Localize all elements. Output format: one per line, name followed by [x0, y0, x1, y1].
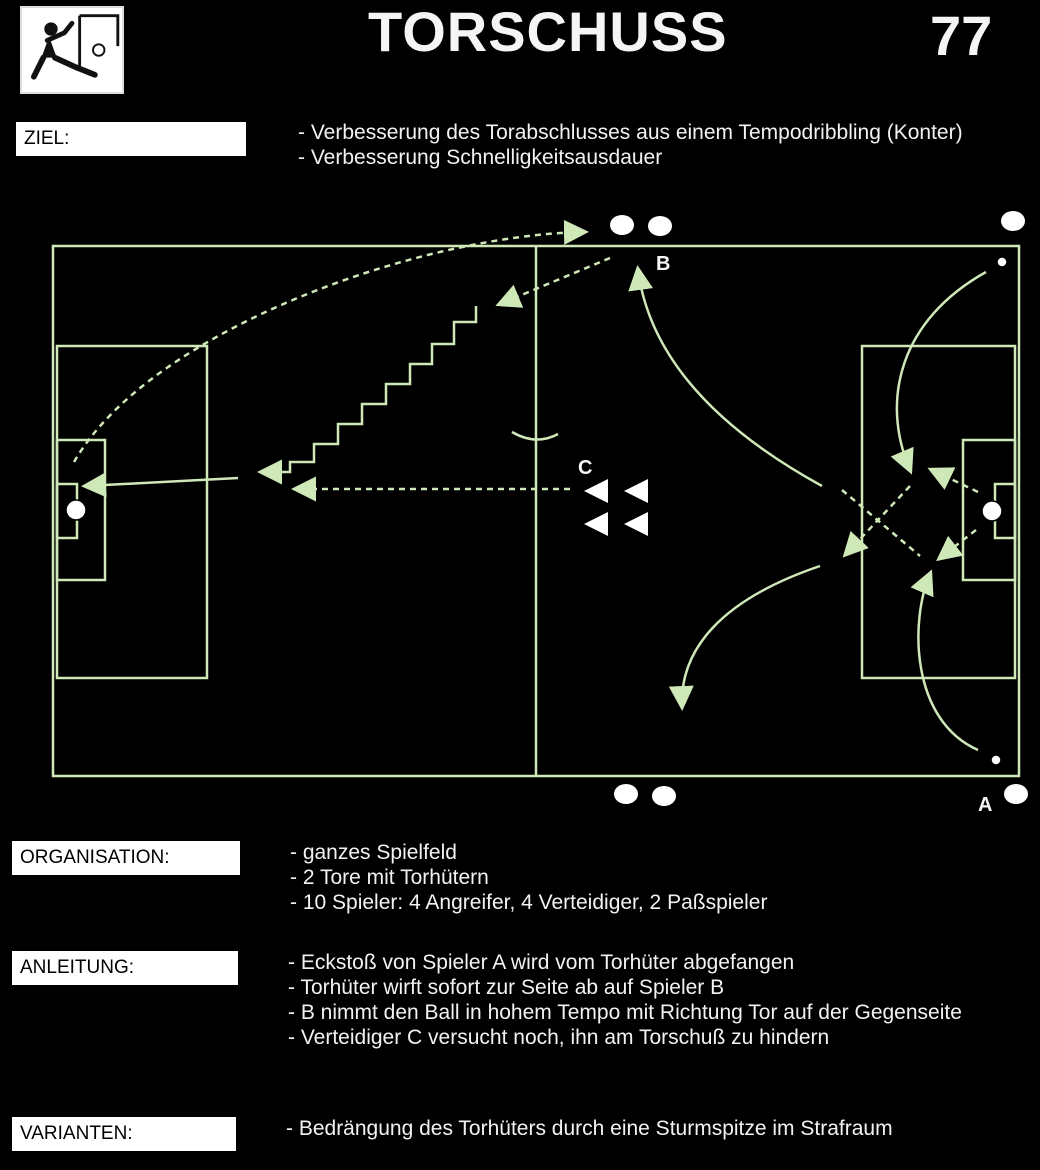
list-item: Torhüter wirft sofort zur Seite ab auf S… — [288, 975, 1008, 1000]
corner-path-bottom — [910, 569, 979, 752]
defender-icon — [584, 512, 608, 536]
corner-path-top — [890, 270, 987, 475]
player-shooting-at-goal-icon — [20, 6, 124, 94]
cone-marker — [1001, 211, 1025, 231]
list-item: Eckstoß von Spieler A wird vom Torhüter … — [288, 950, 1008, 975]
list-item: 2 Tore mit Torhütern — [290, 865, 1030, 890]
anleitung-list: Eckstoß von Spieler A wird vom Torhüter … — [288, 950, 1008, 1050]
field-diagram: B C A — [51, 211, 1028, 816]
cone-marker — [648, 216, 672, 236]
pass-to-b-path — [495, 256, 611, 308]
varianten-label: VARIANTEN: — [12, 1117, 236, 1151]
defender-icon — [624, 512, 648, 536]
long-throw-path — [72, 219, 589, 463]
cone-marker — [652, 786, 676, 806]
cross-path-2 — [842, 485, 911, 558]
list-item: Verteidiger C versucht noch, ihn am Tors… — [288, 1025, 1008, 1050]
ball-icon — [990, 754, 1002, 766]
list-item: ganzes Spielfeld — [290, 840, 1030, 865]
ball-icon — [996, 256, 1008, 268]
list-item: B nimmt den Ball in hohem Tempo mit Rich… — [288, 1000, 1008, 1025]
organisation-label: ORGANISATION: — [12, 841, 240, 875]
cone-markers — [610, 211, 1028, 806]
cone-marker — [1004, 784, 1028, 804]
list-item: Bedrängung des Torhüters durch eine Stur… — [286, 1116, 986, 1141]
ball-icon — [981, 500, 1003, 522]
run-path-b — [628, 265, 823, 488]
ball-icon — [65, 499, 87, 521]
page-title: TORSCHUSS — [368, 0, 728, 63]
center-arc — [511, 430, 559, 441]
player-label-b: B — [656, 253, 670, 275]
cone-marker — [610, 215, 634, 235]
card-number: 77 — [930, 4, 993, 67]
list-item: Verbesserung des Torabschlusses aus eine… — [298, 120, 1028, 145]
player-label-c: C — [578, 457, 592, 479]
list-item: Verbesserung Schnelligkeitsausdauer — [298, 145, 1028, 170]
organisation-list: ganzes Spielfeld 2 Tore mit Torhütern 10… — [290, 840, 1030, 915]
anleitung-label: ANLEITUNG: — [12, 951, 238, 985]
ziel-list: Verbesserung des Torabschlusses aus eine… — [298, 120, 1028, 170]
run-path-bottom — [668, 564, 821, 711]
player-label-a: A — [978, 794, 992, 816]
cross-path-4 — [936, 529, 977, 562]
varianten-list: Bedrängung des Torhüters durch eine Stur… — [286, 1116, 986, 1141]
cone-marker — [614, 784, 638, 804]
dribble-zigzag — [257, 306, 478, 485]
defender-icon — [584, 479, 608, 503]
ziel-label: ZIEL: — [16, 122, 246, 156]
cross-path-3 — [927, 467, 979, 494]
defender-icon — [624, 479, 648, 503]
shot-arrow — [81, 472, 239, 498]
list-item: 10 Spieler: 4 Angreifer, 4 Verteidiger, … — [290, 890, 1030, 915]
